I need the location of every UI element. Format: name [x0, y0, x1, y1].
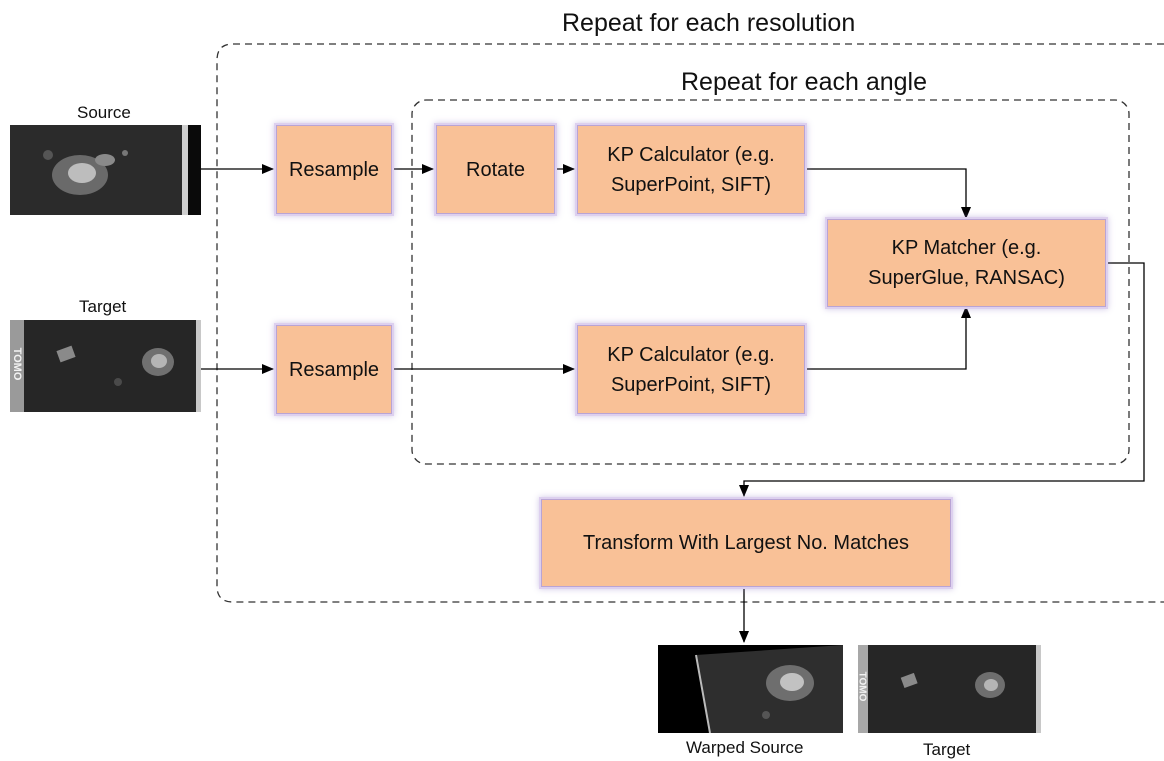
warped-source-image	[658, 645, 843, 733]
source-image-caption: Source	[77, 103, 131, 122]
arrow-kp-calculator-to-matcher-2	[806, 306, 971, 370]
arrow-kp-calculator-to-matcher	[806, 168, 971, 219]
rotate-node: Rotate	[436, 125, 555, 214]
outer-loop-border	[216, 43, 1164, 603]
kp-calculator-target-node: KP Calculator (e.g. SuperPoint, SIFT)	[577, 325, 805, 414]
resample-source-node: Resample	[276, 125, 392, 214]
output-target-caption: Target	[923, 740, 971, 759]
output-target-image-art	[858, 645, 1041, 733]
arrow-matcher-to-transform	[739, 262, 1145, 497]
inner-loop-border	[411, 99, 1130, 465]
output-target-slide-label: TOMO	[858, 671, 868, 702]
source-image-art	[10, 125, 201, 215]
transform-node: Transform With Largest No. Matches	[541, 499, 951, 587]
target-slide-label: TOMO	[11, 347, 23, 381]
warped-source-caption: Warped Source	[686, 738, 804, 757]
warped-source-image-art	[658, 645, 843, 733]
resample-target-node-label: Resample	[288, 358, 380, 381]
target-image-art	[10, 320, 201, 412]
resample-source-node-label: Resample	[288, 158, 380, 181]
kp-matcher-node-label: KP Matcher (e.g. SuperGlue, RANSAC)	[868, 237, 1065, 289]
output-target-image: TOMO	[858, 645, 1041, 733]
outer-loop-label: Repeat for each resolution	[562, 9, 856, 37]
transform-node-label: Transform With Largest No. Matches	[582, 532, 910, 554]
source-image	[10, 125, 201, 215]
kp-calculator-target-node-label: KP Calculator (e.g. SuperPoint, SIFT)	[607, 343, 775, 396]
target-image: TOMO	[10, 320, 201, 412]
target-image-caption: Target	[79, 297, 127, 316]
kp-matcher-node: KP Matcher (e.g. SuperGlue, RANSAC)	[827, 219, 1106, 307]
resample-target-node: Resample	[276, 325, 392, 414]
kp-calculator-source-node-label: KP Calculator (e.g. SuperPoint, SIFT)	[607, 143, 775, 196]
inner-loop-label: Repeat for each angle	[681, 68, 928, 96]
rotate-node-label: Rotate	[466, 158, 525, 181]
kp-calculator-source-node: KP Calculator (e.g. SuperPoint, SIFT)	[577, 125, 805, 214]
